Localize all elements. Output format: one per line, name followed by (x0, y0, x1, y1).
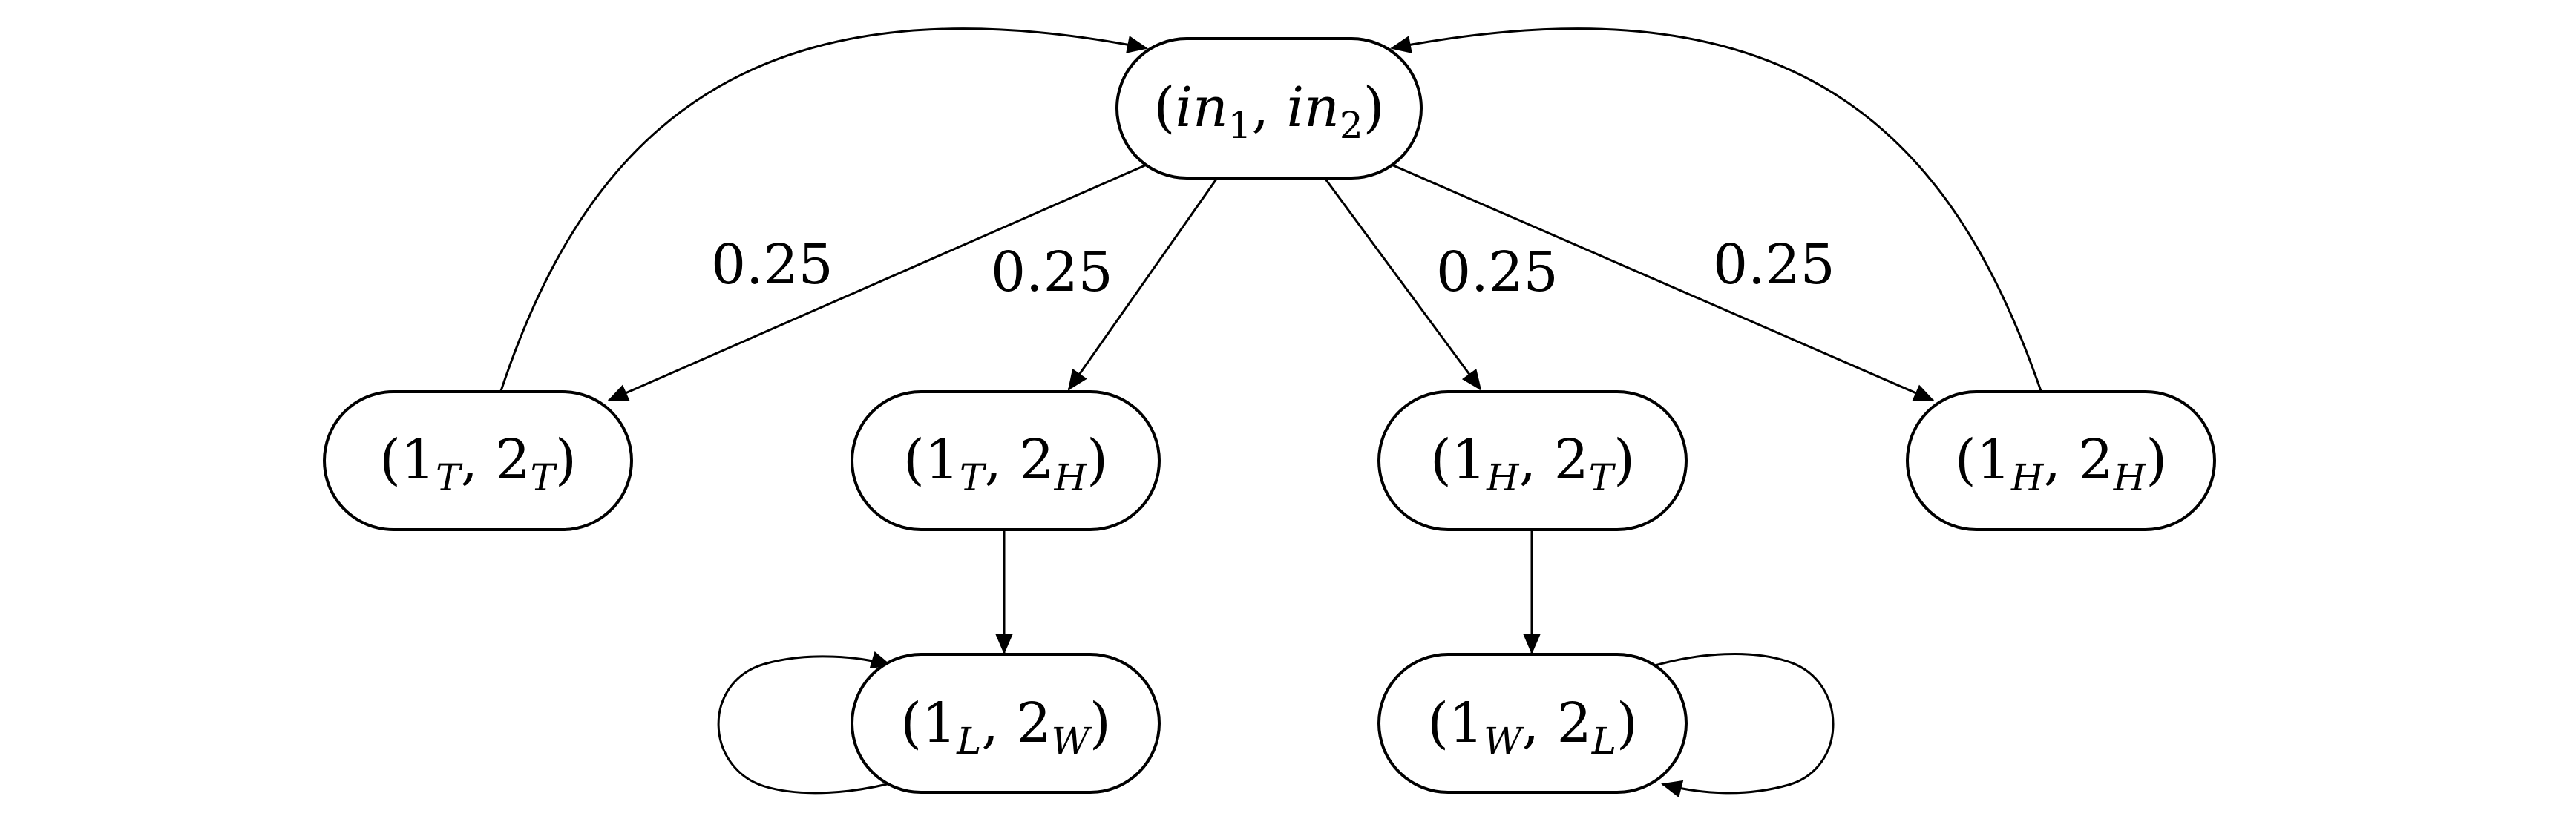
svg-text:(1H, 2T): (1H, 2T) (1430, 428, 1635, 499)
node-label-part: 2 (1340, 104, 1363, 147)
node-label-part: H (2010, 456, 2045, 499)
node-label-part: , 2 (2043, 428, 2113, 492)
node-in1-in2: (in1, in2) (1115, 37, 1423, 180)
node-label-part: in (1175, 76, 1228, 139)
edge-label-in-HT: 0.25 (1436, 240, 1559, 304)
svg-text:(in1, in2): (in1, in2) (1153, 76, 1384, 147)
node-1T-2H: (1T, 2H) (851, 390, 1161, 531)
node-label-part: ) (555, 428, 577, 492)
edge-in-HH (1391, 163, 1935, 402)
node-label-part: , 2 (1522, 691, 1592, 755)
node-label-part: 1 (1228, 104, 1252, 147)
edge-label-in-TT: 0.25 (711, 233, 833, 297)
svg-text:(1T, 2T): (1T, 2T) (379, 428, 577, 499)
node-label-part: T (1589, 456, 1616, 499)
node-label-part: (1 (900, 691, 957, 755)
node-label-part: W (1052, 720, 1092, 763)
node-label-part: H (1486, 456, 1520, 499)
node-label-part: , 2 (981, 691, 1051, 755)
node-label-part: (1 (1955, 428, 2011, 492)
node-label-part: L (1591, 720, 1616, 763)
svg-text:(1H, 2H): (1H, 2H) (1955, 428, 2167, 499)
node-label-part: ) (2146, 428, 2167, 492)
svg-text:(1L, 2W): (1L, 2W) (900, 691, 1111, 763)
edge-in-HT (1323, 177, 1482, 391)
node-label-part: in (1287, 76, 1340, 139)
node-label-part: L (956, 720, 981, 763)
svg-text:(1W, 2L): (1W, 2L) (1427, 691, 1638, 763)
node-label-part: (1 (903, 428, 960, 492)
edge-in-TT (607, 163, 1147, 402)
node-label-part: , 2 (1519, 428, 1589, 492)
edge-HH-in (1390, 27, 2042, 392)
node-1L-2W: (1L, 2W) (851, 653, 1161, 794)
node-1H-2T: (1H, 2T) (1377, 390, 1688, 531)
edge-TT-in (499, 27, 1148, 392)
node-label-part: ) (1613, 428, 1635, 492)
node-label-part: H (1053, 456, 1087, 499)
node-label-part: W (1484, 720, 1524, 763)
node-1W-2L: (1W, 2L) (1377, 653, 1688, 794)
node-1T-2T: (1T, 2T) (323, 390, 633, 531)
node-label-part: ) (1616, 691, 1638, 755)
node-label-part: ) (1089, 691, 1111, 755)
node-label-part: T (531, 456, 558, 499)
node-label-part: ( (1153, 76, 1175, 139)
node-label-part: (1 (379, 428, 436, 492)
node-label-part: (1 (1427, 691, 1484, 755)
node-label-part: H (2113, 456, 2147, 499)
svg-text:(1T, 2H): (1T, 2H) (903, 428, 1108, 499)
node-label-part: ) (1087, 428, 1108, 492)
node-label-part: , 2 (984, 428, 1054, 492)
node-label-part: T (960, 456, 987, 499)
node-label-part: T (436, 456, 463, 499)
node-label-part: (1 (1430, 428, 1487, 492)
edge-WL-self (1654, 652, 1835, 798)
edge-LW-self (717, 651, 902, 795)
node-label-part: , (1251, 76, 1286, 139)
node-1H-2H: (1H, 2H) (1906, 390, 2216, 531)
edge-label-in-HH: 0.25 (1713, 233, 1835, 297)
edge-label-in-TH: 0.25 (991, 240, 1113, 304)
node-label-part: , 2 (460, 428, 530, 492)
edge-in-TH (1067, 177, 1219, 391)
node-label-part: ) (1363, 76, 1385, 139)
